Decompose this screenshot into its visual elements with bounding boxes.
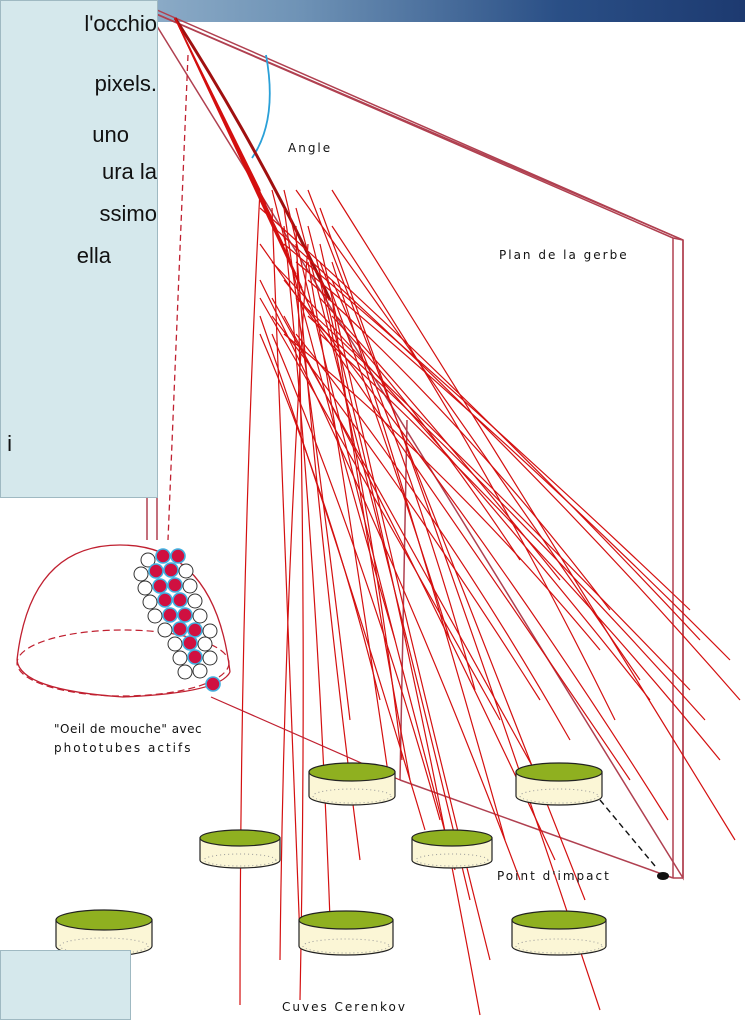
impact-label: Point d'impact [497, 869, 611, 883]
active-phototube [153, 579, 167, 593]
angle-arc [252, 55, 270, 158]
phototube [183, 579, 197, 593]
text-line: i [7, 431, 12, 457]
active-phototube [156, 549, 170, 563]
phototube [188, 594, 202, 608]
cerenkov-tank [516, 763, 602, 805]
particle-track [332, 262, 505, 840]
text-line: pixels. [95, 71, 157, 97]
active-phototube [168, 578, 182, 592]
active-phototube [149, 564, 163, 578]
active-phototube [183, 636, 197, 650]
cerenkov-tank [512, 911, 606, 955]
phototube [203, 651, 217, 665]
phototube [178, 665, 192, 679]
phototube [173, 651, 187, 665]
active-phototube [171, 549, 185, 563]
active-phototube [173, 593, 187, 607]
text-line: l'occhio [84, 11, 157, 37]
particle-track [260, 244, 630, 780]
cerenkov-tank [200, 830, 280, 868]
active-phototube [173, 622, 187, 636]
particle-track [240, 190, 260, 1005]
active-phototube [158, 593, 172, 607]
particle-track [175, 18, 314, 316]
angle-label: Angle [288, 141, 332, 155]
cerenkov-tank [299, 911, 393, 955]
particle-track [260, 298, 500, 720]
cerenkov-tank [412, 830, 492, 868]
shower-plane [147, 10, 683, 878]
phototube [168, 637, 182, 651]
active-phototube [188, 650, 202, 664]
phototube [193, 664, 207, 678]
active-phototube [178, 608, 192, 622]
particle-track [272, 208, 300, 940]
phototube [203, 624, 217, 638]
active-phototube [206, 677, 220, 691]
text-line: uno [92, 122, 129, 148]
text-panel: l'occhio pixels. uno ura la ssimo ella i [0, 0, 158, 498]
text-line: ella [77, 243, 111, 269]
active-phototube [188, 623, 202, 637]
text-line: ura la [102, 159, 157, 185]
flys-eye-label-line1: "Oeil de mouche" avec [54, 722, 202, 736]
text-panel-lower [0, 950, 131, 1020]
particle-track [272, 298, 540, 780]
phototube [179, 564, 193, 578]
plane-label: Plan de la gerbe [499, 248, 629, 262]
phototube [138, 581, 152, 595]
tanks-label: Cuves Cerenkov [282, 1000, 407, 1014]
cerenkov-tanks [56, 763, 606, 956]
impact-arrow [600, 800, 655, 866]
phototube [134, 567, 148, 581]
particle-track [272, 226, 740, 700]
phototube [158, 623, 172, 637]
shower-projection-line [168, 55, 188, 540]
text-line: ssimo [100, 201, 157, 227]
phototube [193, 609, 207, 623]
cerenkov-tank [309, 763, 395, 805]
active-phototube [163, 608, 177, 622]
phototube [143, 595, 157, 609]
active-phototube [164, 563, 178, 577]
phototube [148, 609, 162, 623]
particle-track [272, 262, 650, 700]
phototube [198, 637, 212, 651]
impact-point-icon [657, 872, 669, 880]
flys-eye-label-line2: phototubes actifs [54, 741, 192, 755]
phototubes [134, 549, 220, 691]
